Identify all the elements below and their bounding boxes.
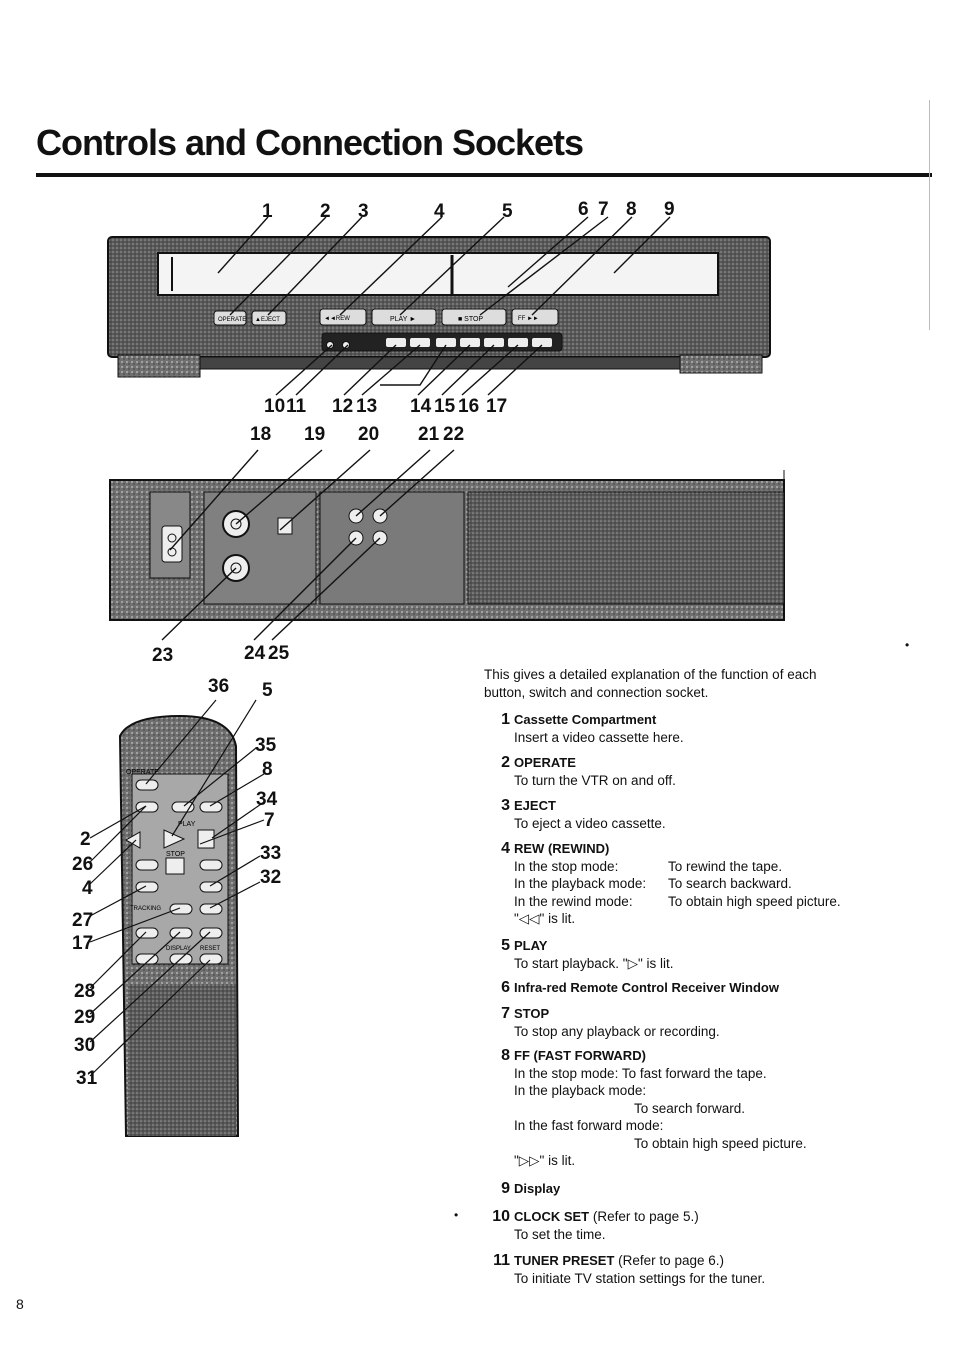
front-panel-figure: OPERATE ▲EJECT ◄◄REW PLAY ► ■ STOP FF ►► [100,195,790,415]
callout-1: 1 [262,201,273,222]
callout-3: 3 [358,201,369,222]
callout-remote-8: 8 [262,759,273,780]
remote-play-label: PLAY [178,821,196,828]
callout-7: 7 [598,199,609,220]
callout-14: 14 [410,396,432,417]
callout-18: 18 [250,424,272,445]
callout-12: 12 [332,396,354,417]
callout-5: 5 [502,201,513,222]
callout-19: 19 [304,424,326,445]
callout-20: 20 [358,424,380,445]
callout-13: 13 [356,396,378,417]
remote-stop-label: STOP [166,851,185,858]
page-title: Controls and Connection Sockets [36,122,584,163]
callout-4: 4 [434,201,445,222]
callout-35: 35 [255,735,277,756]
intro-text: This gives a detailed explanation of the… [484,667,817,700]
callout-32: 32 [260,867,282,888]
callout-remote-4: 4 [82,878,93,899]
scan-edge-mark [929,100,930,330]
callout-15: 15 [434,396,456,417]
callout-29: 29 [74,1007,96,1028]
callout-24: 24 [244,643,266,664]
callout-2: 2 [320,201,331,222]
callout-9: 9 [664,199,675,220]
callout-34: 34 [256,789,278,810]
eject-button-label: ▲EJECT [255,317,280,323]
callout-36: 36 [208,676,230,697]
title-rule [36,173,932,177]
remote-operate-label: OPERATE [126,769,159,776]
rew-mode-table: In the stop mode:To rewind the tape. In … [514,858,841,909]
callout-33: 33 [260,843,282,864]
stop-button-label: ■ STOP [458,316,483,323]
page-number: 8 [16,1296,24,1312]
callout-31: 31 [76,1068,98,1089]
remote-illustration: OPERATE PLAY STOP TRACKING DISPLAY RESET [89,699,265,1137]
stray-mark: • [454,1208,459,1222]
callout-27: 27 [72,910,94,931]
ff-button-label: FF ►► [518,316,539,322]
callout-16: 16 [458,396,480,417]
remote-tracking-label: TRACKING [130,906,161,912]
callout-remote-5: 5 [262,680,273,701]
callout-22: 22 [443,424,465,445]
rew-button-label: ◄◄REW [324,316,350,322]
play-button-label: PLAY ► [390,316,416,323]
remote-display-label: DISPLAY [166,946,191,952]
callout-25: 25 [268,643,290,664]
callout-10: 10 [264,396,286,417]
remote-figure: OPERATE PLAY STOP TRACKING DISPLAY RESET [60,676,300,1146]
vcr-rear-illustration [109,449,785,641]
callout-17: 17 [486,396,508,417]
vcr-front-illustration: OPERATE ▲EJECT ◄◄REW PLAY ► ■ STOP FF ►► [107,216,771,396]
callout-remote-7: 7 [264,810,275,831]
callout-6: 6 [578,199,589,220]
rear-panel-figure [100,440,800,655]
callout-8: 8 [626,199,637,220]
callout-21: 21 [418,424,440,445]
callout-remote-17: 17 [72,933,94,954]
callout-30: 30 [74,1035,96,1056]
callout-23: 23 [152,645,174,666]
stray-dot: • [905,638,910,652]
remote-reset-label: RESET [200,946,220,952]
callout-remote-2: 2 [80,829,91,850]
callout-26: 26 [72,854,94,875]
operate-button-label: OPERATE [218,317,246,323]
callout-28: 28 [74,981,96,1002]
callout-11: 11 [286,396,307,417]
